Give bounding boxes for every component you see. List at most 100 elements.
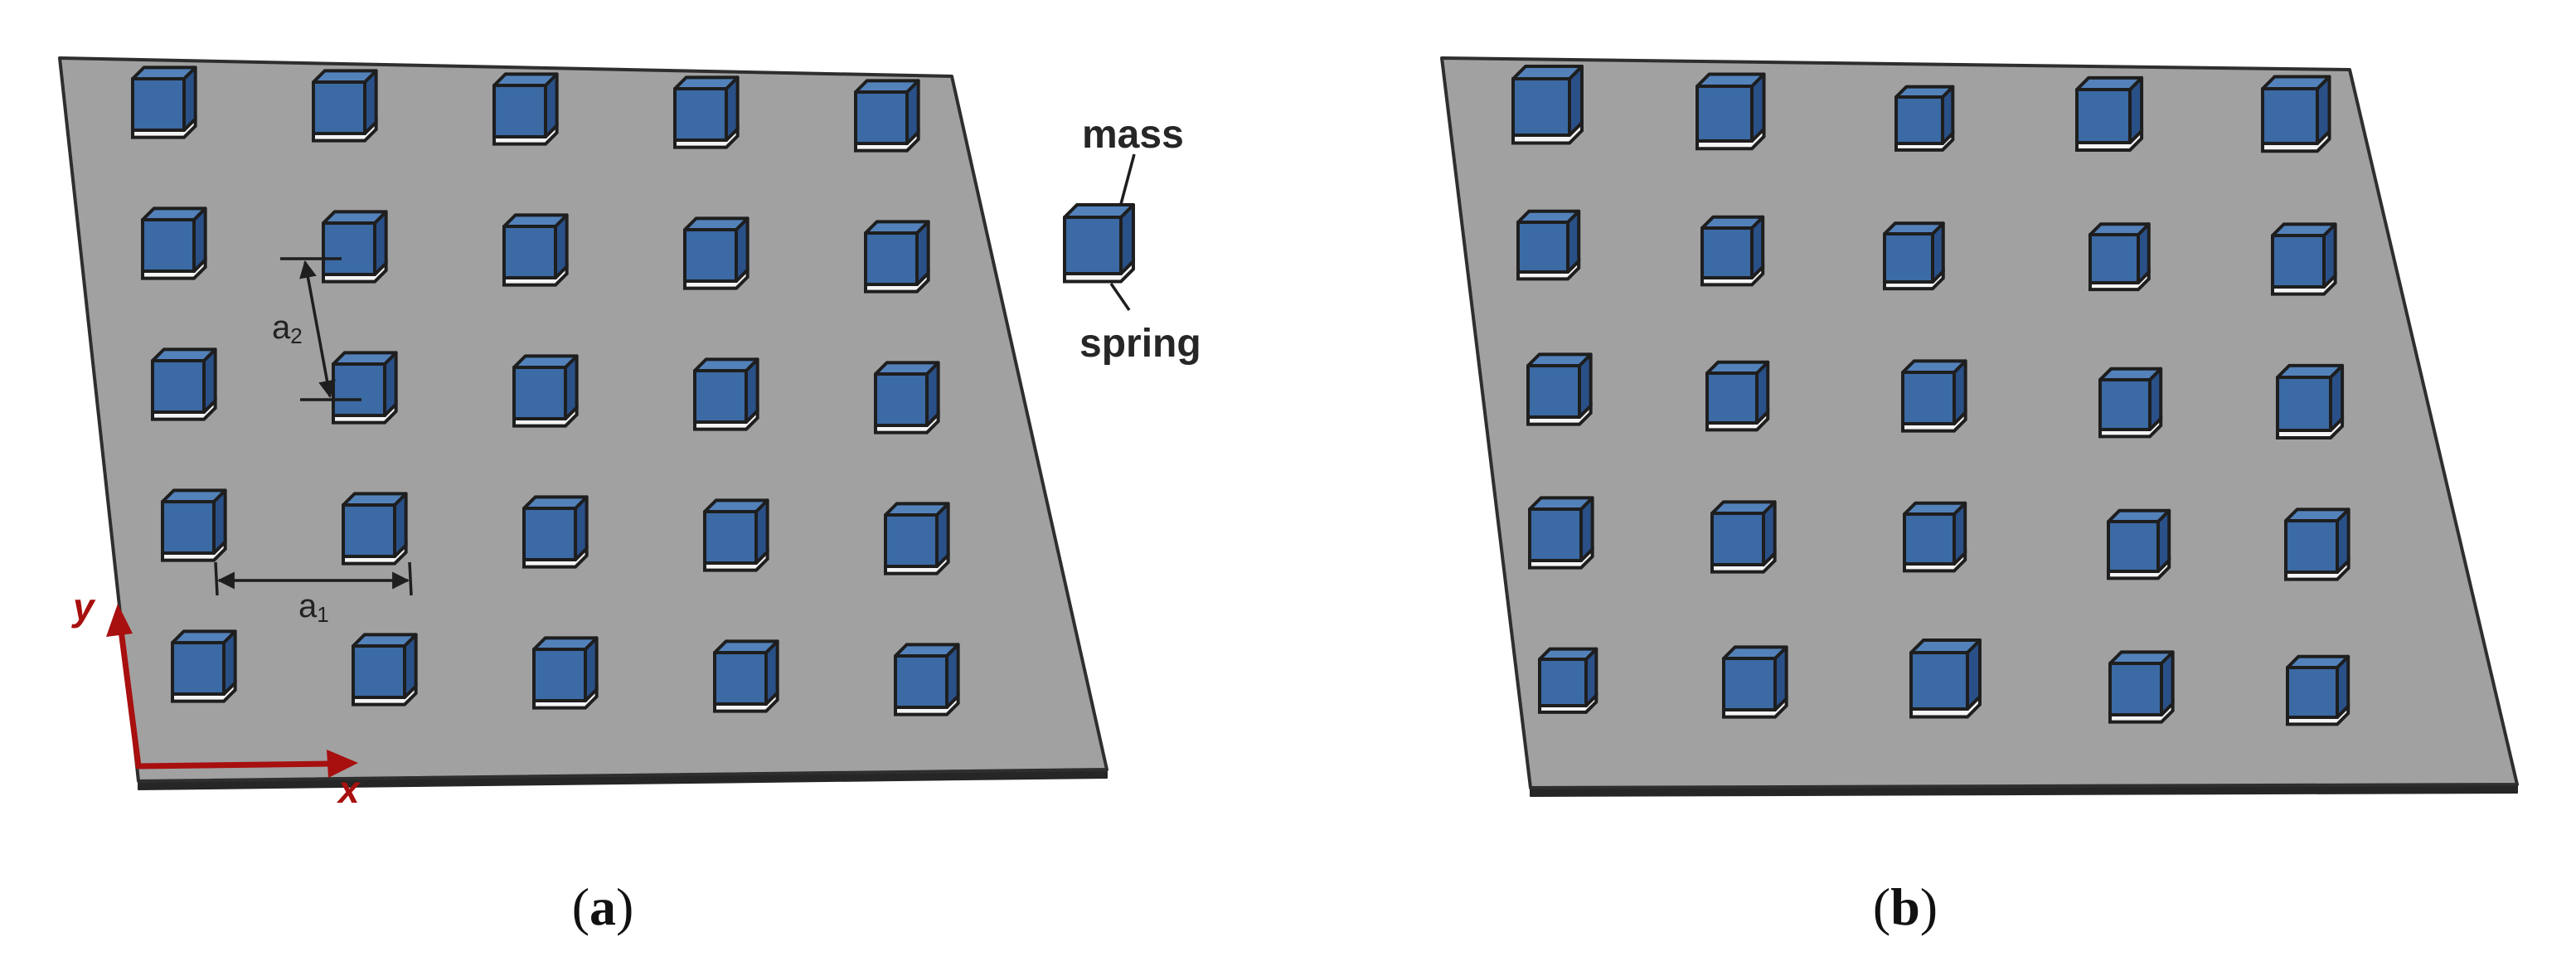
mass-cube-a-4-5 — [884, 502, 950, 575]
mass-cube-a-4-2 — [342, 492, 408, 566]
mass-cube-a-2-3 — [502, 213, 569, 287]
mass-front-face — [713, 651, 768, 706]
mass-front-face — [1516, 221, 1569, 274]
mass-front-face — [864, 231, 919, 286]
mass-cube-b-5-4 — [2108, 650, 2175, 724]
mass-cube-a-5-5 — [894, 643, 960, 716]
mass-top-face — [2286, 654, 2350, 669]
mass-cube-b-4-2 — [1710, 500, 1777, 574]
mass-cube-b-3-5 — [2276, 363, 2345, 439]
mass-front-face — [171, 641, 226, 696]
legend-spring-label: spring — [1079, 322, 1201, 366]
mass-cube-a-4-4 — [703, 498, 769, 572]
mass-top-face — [1722, 645, 1788, 660]
mass-front-face — [1722, 657, 1777, 711]
mass-top-face — [1894, 85, 1955, 99]
mass-top-face — [332, 351, 398, 366]
mass-top-face — [1705, 360, 1770, 375]
mass-front-face — [332, 362, 386, 417]
mass-top-face — [342, 492, 408, 507]
mass-front-face — [1538, 658, 1588, 707]
mass-front-face — [2286, 666, 2339, 719]
mass-front-face — [1909, 651, 1969, 711]
mass-cube-a-1-4 — [673, 75, 740, 149]
mass-cube-a-1-5 — [854, 79, 920, 153]
mass-front-face — [2284, 519, 2339, 574]
mass-front-face — [2098, 378, 2152, 431]
mass-top-face — [312, 69, 378, 84]
legend: mass spring — [1063, 113, 1201, 366]
mass-front-face — [2108, 662, 2163, 716]
mass-cube-b-2-4 — [2088, 222, 2151, 292]
mass-top-face — [2075, 75, 2144, 91]
mass-cube-a-2-1 — [141, 206, 207, 280]
mass-cube-b-4-1 — [1528, 496, 1594, 570]
mass-top-face — [161, 488, 227, 503]
caption-a: (a) — [572, 877, 634, 936]
mass-front-face — [2276, 376, 2332, 432]
mass-cube-b-2-2 — [1700, 215, 1765, 287]
mass-cube-b-5-2 — [1722, 645, 1788, 719]
mass-top-face — [884, 502, 950, 517]
y-axis-label: y — [71, 585, 96, 629]
mass-top-face — [1883, 221, 1945, 236]
dimension-a2-arrow — [299, 260, 336, 399]
legend-mass-label: mass — [1082, 113, 1184, 157]
mass-cube-a-1-2 — [312, 69, 378, 143]
mass-front-face — [1710, 512, 1765, 566]
mass-top-face — [2261, 75, 2331, 90]
plate-a — [58, 56, 1109, 783]
mass-top-face — [1516, 209, 1581, 224]
mass-cube-a-5-3 — [532, 636, 599, 710]
mass-top-face — [2107, 508, 2171, 523]
mass-front-face — [522, 507, 577, 561]
mass-top-face — [1696, 72, 1766, 88]
mass-cube-b-3-3 — [1901, 359, 1967, 433]
mass-top-face — [2276, 363, 2345, 379]
mass-front-face — [2261, 87, 2319, 145]
dimension-a1-tick-left — [214, 561, 219, 596]
mass-top-face — [874, 361, 940, 376]
mass-cube-a-3-1 — [151, 347, 217, 421]
dimension-a2: a2 — [272, 257, 361, 401]
mass-top-face — [673, 75, 740, 90]
mass-front-face — [884, 513, 939, 568]
mass-front-face — [352, 644, 406, 699]
mass-front-face — [1700, 226, 1754, 279]
mass-top-face — [141, 206, 207, 221]
mass-top-face — [2284, 507, 2350, 522]
mass-front-face — [532, 648, 587, 702]
mass-front-face — [1528, 507, 1583, 562]
mass-front-face — [2271, 234, 2326, 289]
mass-top-face — [492, 72, 559, 87]
mass-cube-a-4-3 — [522, 495, 589, 569]
mass-top-face — [1710, 500, 1777, 515]
mass-top-face — [532, 636, 599, 651]
mass-cube-b-3-2 — [1705, 360, 1770, 432]
mass-front-face — [2075, 88, 2132, 144]
mass-cube-b-2-5 — [2271, 222, 2337, 296]
mass-front-face — [1883, 232, 1934, 284]
mass-cube-a-3-5 — [874, 361, 940, 435]
mass-top-face — [1909, 639, 1982, 654]
mass-top-face — [2108, 650, 2175, 665]
mass-front-face — [141, 218, 196, 273]
mass-front-face — [1901, 371, 1956, 425]
x-axis-arrowhead — [327, 750, 358, 778]
mass-cube-a-1-3 — [492, 72, 559, 146]
mass-cube-b-1-5 — [2261, 75, 2331, 153]
mass-top-face — [1903, 501, 1967, 516]
mass-cube-a-3-4 — [693, 357, 759, 431]
mass-cube-b-2-1 — [1516, 209, 1581, 281]
mass-front-face — [703, 510, 758, 565]
mass-front-face — [312, 80, 366, 135]
mass-front-face — [683, 228, 738, 283]
mass-top-face — [1511, 65, 1584, 80]
mass-cube-a-3-2 — [332, 351, 398, 425]
x-axis-line — [135, 760, 333, 770]
mass-cube-b-3-1 — [1526, 352, 1593, 426]
mass-cube-b-4-5 — [2284, 507, 2350, 581]
dimension-a1: a1 — [214, 561, 413, 627]
